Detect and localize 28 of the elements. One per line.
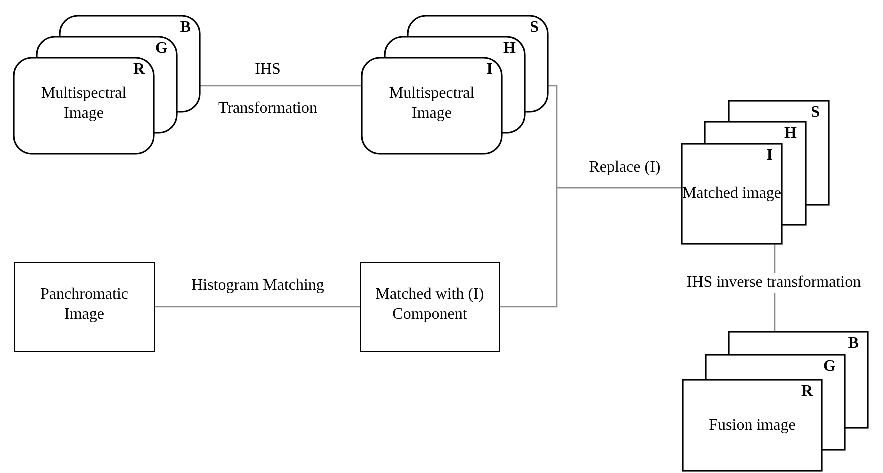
edge-label: IHS Transformation (218, 60, 318, 119)
card-title: Multispectral Image (388, 84, 476, 124)
channel-letter: B (180, 19, 191, 37)
card-title: Matched image (682, 184, 782, 204)
rounded-image-stack (362, 16, 548, 154)
channel-letter: G (824, 358, 836, 376)
channel-letter: R (133, 61, 145, 79)
process-box (14, 262, 155, 352)
rounded-image-stack (14, 16, 200, 154)
card-title: Multispectral Image (40, 84, 128, 124)
connector-line (155, 306, 360, 308)
channel-letter: H (504, 40, 516, 58)
channel-letter: G (156, 40, 168, 58)
channel-letter: H (784, 125, 797, 143)
image-stack (683, 332, 868, 471)
connector-line (200, 85, 362, 87)
process-box (360, 262, 500, 352)
channel-letter: I (766, 147, 773, 165)
channel-letter: I (486, 61, 493, 79)
channel-letter: B (848, 335, 859, 353)
channel-letter: S (530, 19, 539, 37)
box-text: Panchromatic Image (40, 285, 130, 325)
card-title: Fusion image (708, 416, 797, 436)
connector-line (500, 187, 682, 308)
box-text: Matched with (I) Component (374, 285, 486, 325)
image-stack (682, 101, 829, 244)
channel-letter: R (801, 383, 813, 401)
channel-letter: S (811, 104, 820, 122)
